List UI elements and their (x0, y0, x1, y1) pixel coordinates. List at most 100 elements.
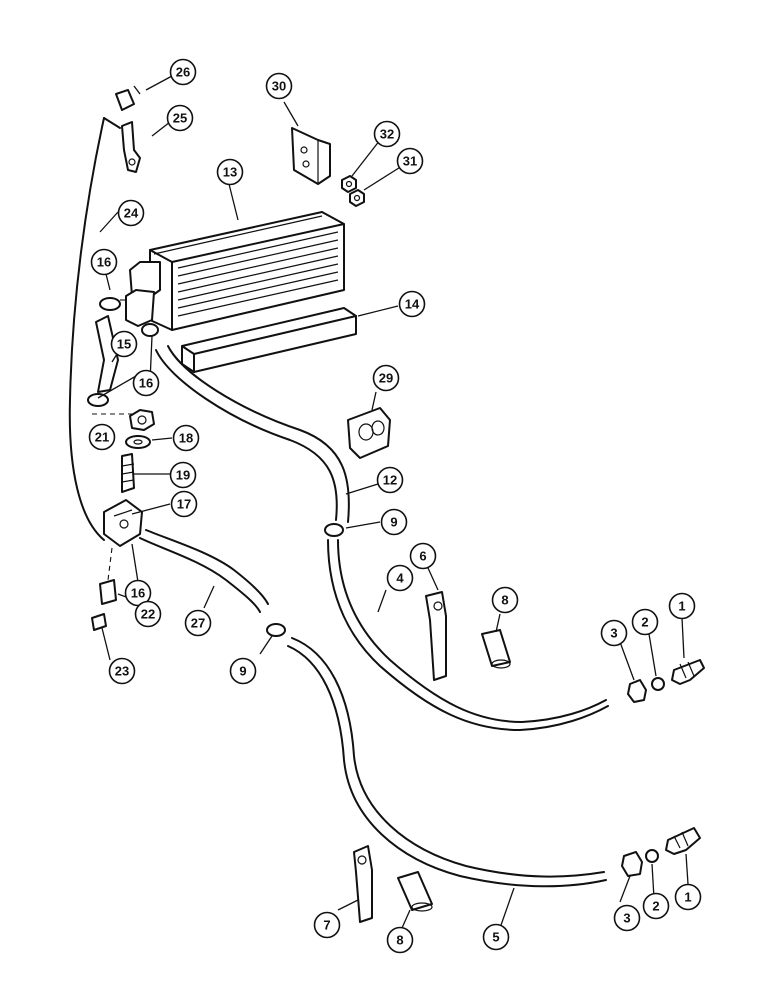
valve-cap (99, 579, 117, 605)
callout-13: 13 (216, 158, 244, 186)
ferrule-lower (645, 849, 659, 863)
sleeve-upper (481, 629, 511, 669)
callout-label: 32 (380, 127, 394, 142)
callout-label: 6 (419, 549, 426, 564)
heater-core (125, 211, 345, 331)
callout-label: 25 (173, 111, 187, 126)
ferrule-upper (651, 677, 665, 691)
callout-label: 1 (684, 890, 691, 905)
callout-label: 31 (403, 154, 417, 169)
callout-label: 8 (501, 593, 508, 608)
callout-label: 27 (191, 616, 205, 631)
leader-lines (97, 75, 689, 929)
callout-16-upper: 16 (90, 248, 118, 276)
callout-2-lower: 2 (642, 892, 670, 920)
compression-nut-lower (621, 851, 643, 877)
callout-14: 14 (398, 290, 426, 318)
callout-label: 2 (641, 615, 648, 630)
callout-18: 18 (172, 424, 200, 452)
callout-3-upper: 3 (600, 619, 628, 647)
callout-2-upper: 2 (631, 608, 659, 636)
mounting-bracket (291, 127, 331, 185)
callout-label: 17 (177, 497, 191, 512)
callout-6: 6 (409, 542, 437, 570)
callout-17: 17 (170, 490, 198, 518)
callout-7: 7 (313, 911, 341, 939)
callout-label: 18 (179, 431, 193, 446)
callout-label: 19 (176, 468, 190, 483)
heater-hose-12 (155, 345, 350, 523)
callout-1-lower: 1 (674, 883, 702, 911)
control-cable (68, 117, 121, 541)
nut-31 (349, 189, 365, 207)
cable-bracket (121, 121, 141, 173)
callout-32: 32 (373, 120, 401, 148)
callout-label: 16 (131, 586, 145, 601)
grommet (347, 407, 391, 459)
callout-21: 21 (88, 423, 116, 451)
connector-lower (665, 827, 701, 855)
callout-8-lower: 8 (386, 926, 414, 954)
callout-8-upper: 8 (491, 586, 519, 614)
callout-label: 21 (95, 430, 109, 445)
nut-21 (129, 409, 155, 431)
cable-knob (115, 89, 135, 111)
callout-label: 16 (139, 376, 153, 391)
hose-clamp-upper (99, 297, 159, 337)
callout-12: 12 (376, 466, 404, 494)
callout-label: 4 (396, 571, 404, 586)
callout-label: 1 (678, 599, 685, 614)
callout-29: 29 (372, 364, 400, 392)
callout-label: 7 (323, 918, 330, 933)
callout-9-lower: 9 (229, 657, 257, 685)
pipe-strap-lower (353, 845, 373, 923)
callout-label: 26 (176, 65, 190, 80)
callout-19: 19 (169, 461, 197, 489)
hose-clamp-lower (87, 393, 109, 407)
callout-label: 23 (115, 664, 129, 679)
hose-clamp-9-upper (324, 523, 344, 537)
short-hose (95, 315, 119, 393)
hose-27 (139, 529, 269, 613)
callout-31: 31 (396, 147, 424, 175)
callout-3-lower: 3 (613, 904, 641, 932)
callout-label: 3 (610, 626, 617, 641)
alignment-line (107, 547, 113, 581)
screw (91, 613, 107, 631)
callout-9-upper: 9 (380, 508, 408, 536)
callout-label: 24 (124, 206, 139, 221)
callout-4: 4 (386, 564, 414, 592)
callout-25: 25 (166, 104, 194, 132)
callout-label: 30 (272, 79, 286, 94)
callout-label: 22 (141, 607, 155, 622)
callout-label: 9 (390, 515, 397, 530)
callout-16-middle: 16 (132, 369, 160, 397)
callout-label: 13 (223, 165, 237, 180)
callout-27: 27 (184, 609, 212, 637)
connector-upper (671, 659, 705, 685)
pipe-5 (287, 637, 607, 888)
nut-32 (341, 175, 357, 193)
callout-label: 5 (492, 930, 499, 945)
callout-label: 2 (652, 899, 659, 914)
callout-23: 23 (108, 657, 136, 685)
callout-label: 15 (117, 337, 131, 352)
callout-24: 24 (117, 199, 145, 227)
callout-label: 29 (379, 371, 393, 386)
sleeve-lower (397, 871, 433, 912)
pipe-strap-upper (425, 591, 447, 681)
callout-1-upper: 1 (668, 592, 696, 620)
threaded-fitting (121, 453, 135, 493)
callout-26: 26 (169, 58, 197, 86)
callout-15: 15 (110, 330, 138, 358)
callout-label: 8 (396, 933, 403, 948)
pipe-4 (327, 539, 609, 731)
callout-label: 14 (405, 297, 420, 312)
water-valve (103, 499, 143, 547)
washer-18 (125, 435, 151, 449)
callout-30: 30 (265, 72, 293, 100)
callout-label: 16 (97, 255, 111, 270)
callout-5: 5 (482, 923, 510, 951)
compression-nut-upper (627, 679, 647, 703)
